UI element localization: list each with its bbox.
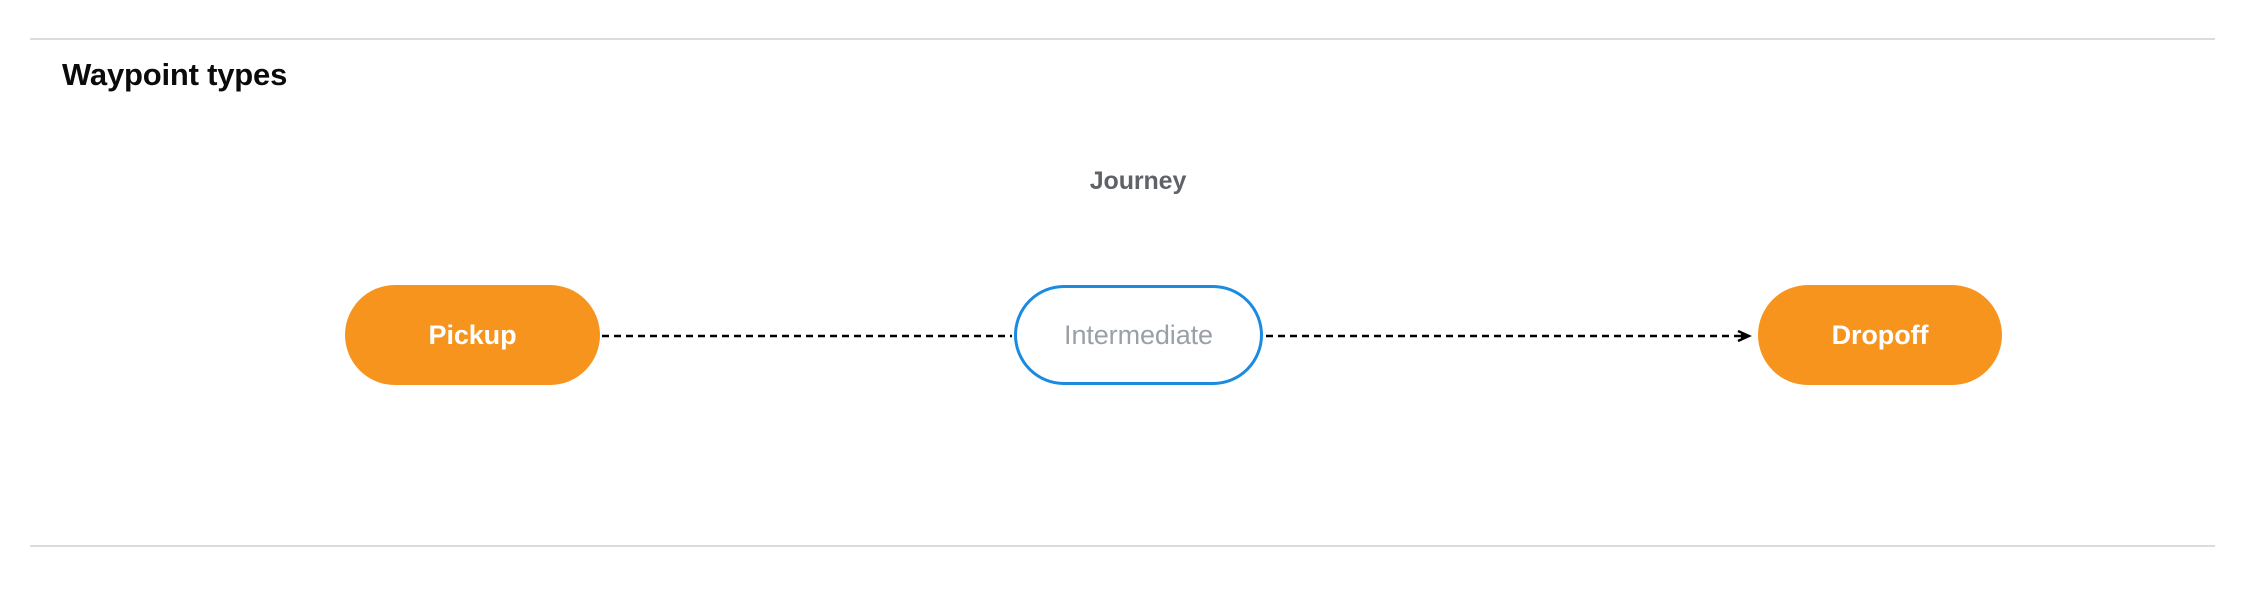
panel-bottom-divider: [30, 545, 2215, 547]
node-dropoff[interactable]: Dropoff: [1758, 285, 2002, 385]
panel-top-divider: [30, 38, 2215, 40]
node-dropoff-label: Dropoff: [1831, 320, 1929, 350]
page-title: Waypoint types: [62, 57, 288, 92]
node-pickup[interactable]: Pickup: [345, 285, 600, 385]
node-pickup-label: Pickup: [428, 320, 517, 350]
node-intermediate[interactable]: Intermediate: [1014, 285, 1263, 385]
journey-group-label: Journey: [1089, 167, 1187, 195]
node-intermediate-label: Intermediate: [1064, 320, 1213, 350]
